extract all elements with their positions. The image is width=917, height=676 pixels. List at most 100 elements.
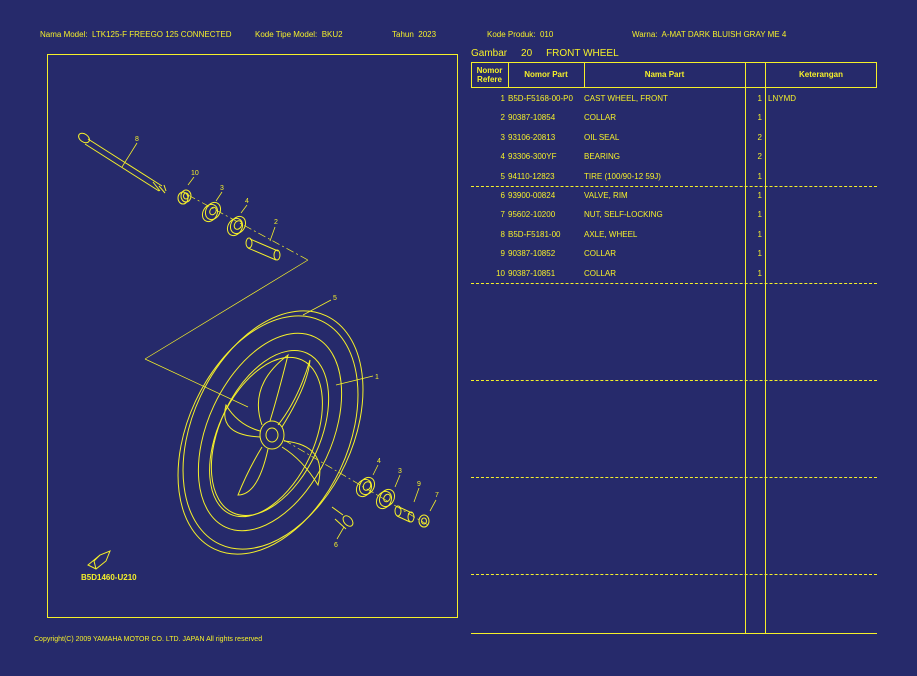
- copyright: Copyright(C) 2009 YAMAHA MOTOR CO. LTD. …: [34, 636, 263, 643]
- callout-3-upper: 3: [220, 185, 224, 192]
- callout-3-lower: 3: [398, 468, 402, 475]
- callout-6: 6: [334, 542, 338, 549]
- callout-9: 9: [417, 481, 421, 488]
- model-year-label: Tahun: [392, 30, 414, 39]
- cell-part-no: B5D-F5181-00: [508, 229, 561, 239]
- cell-qty: 1: [757, 171, 762, 181]
- col-divider-5: [876, 62, 877, 87]
- exploded-diagram-frame: 8 10 3 4 2 5 1 4 3 9 7 6: [47, 54, 458, 618]
- group-divider: [471, 283, 877, 284]
- callout-2: 2: [274, 219, 278, 226]
- header-ref: Nomor Refere: [476, 65, 503, 84]
- cell-name: TIRE (100/90-12 59J): [584, 171, 661, 181]
- group-divider: [471, 477, 877, 478]
- cell-part-no: 94110-12823: [508, 171, 555, 181]
- col-divider-4: [765, 62, 766, 634]
- axle-part[interactable]: [77, 131, 167, 194]
- header-name: Nama Part: [644, 70, 685, 79]
- group-divider: [471, 380, 877, 381]
- color-info: Warna: A-MAT DARK BLUISH GRAY ME 4: [632, 30, 786, 39]
- cell-part-no: 90387-10852: [508, 249, 556, 259]
- cell-ref: 6: [500, 191, 505, 200]
- figure-title: Gambar 20 FRONT WHEEL: [471, 48, 619, 59]
- figure-number: 20: [521, 48, 533, 59]
- cell-ref: 10: [496, 268, 505, 278]
- cell-qty: 1: [757, 113, 762, 123]
- cell-part-no: 93306-300YF: [508, 152, 557, 162]
- table-header-border: [471, 87, 877, 88]
- col-divider-3: [745, 62, 746, 634]
- callout-10: 10: [191, 170, 199, 177]
- model-type: Kode Tipe Model: BKU2: [255, 30, 343, 39]
- model-type-value: BKU2: [321, 30, 343, 39]
- cell-qty: 1: [757, 210, 762, 220]
- tire-part[interactable]: [142, 282, 399, 583]
- model-type-label: Kode Tipe Model:: [255, 30, 318, 39]
- model-name-value: LTK125-F FREEGO 125 CONNECTED: [92, 30, 232, 39]
- cell-name: COLLAR: [584, 268, 617, 278]
- parts-table: Nomor Refere Nomor Part Nama Part Ketera…: [471, 62, 877, 634]
- figure-name: FRONT WHEEL: [546, 48, 619, 59]
- table-top-border: [471, 62, 877, 63]
- model-name: Nama Model: LTK125-F FREEGO 125 CONNECTE…: [40, 30, 231, 39]
- cell-qty: 1: [757, 249, 762, 259]
- collar-10-part[interactable]: [177, 189, 192, 205]
- nut-part[interactable]: [418, 514, 430, 528]
- cell-ref: 3: [500, 132, 505, 142]
- cell-name: COLLAR: [584, 113, 617, 123]
- cell-name: OIL SEAL: [584, 132, 620, 142]
- callout-1: 1: [375, 374, 379, 381]
- cell-qty: 1: [757, 268, 762, 278]
- collar-9-part[interactable]: [394, 505, 415, 523]
- cell-qty: 1: [757, 94, 762, 103]
- model-year: Tahun 2023: [392, 30, 436, 39]
- callout-4-upper: 4: [245, 198, 249, 205]
- cell-qty: 1: [757, 191, 762, 200]
- diagram-code: B5D1460-U210: [81, 573, 137, 582]
- bearing-lower-part[interactable]: [353, 475, 377, 500]
- cell-ref: 9: [500, 249, 505, 259]
- model-name-label: Nama Model:: [40, 30, 88, 39]
- model-year-value: 2023: [418, 30, 437, 39]
- product-code-label: Kode Produk:: [487, 30, 536, 39]
- cell-ref: 2: [500, 113, 505, 123]
- cell-qty: 2: [757, 152, 762, 162]
- cell-part-no: B5D-F5168-00-P0: [508, 94, 573, 103]
- callout-7: 7: [435, 492, 439, 499]
- cell-ref: 8: [500, 229, 505, 239]
- direction-arrow-icon: [87, 550, 111, 570]
- cell-remark: LNYMD: [768, 94, 797, 103]
- oil-seal-lower-part[interactable]: [373, 487, 397, 512]
- cell-part-no: 93900-00824: [508, 191, 556, 200]
- header-remark: Keterangan: [798, 70, 843, 79]
- col-divider-0: [471, 62, 472, 87]
- cell-name: BEARING: [584, 152, 621, 162]
- cell-name: VALVE, RIM: [584, 191, 628, 200]
- cell-ref: 7: [500, 210, 505, 220]
- cell-part-no: 90387-10854: [508, 113, 556, 123]
- cell-part-no: 90387-10851: [508, 268, 556, 278]
- header-qty: [745, 62, 765, 87]
- table-bottom-border: [471, 633, 877, 634]
- cell-qty: 1: [757, 229, 762, 239]
- header-part-no: Nomor Part: [524, 70, 568, 79]
- cell-part-no: 95602-10200: [508, 210, 556, 220]
- oil-seal-part[interactable]: [199, 200, 223, 225]
- collar-2-part[interactable]: [245, 237, 281, 261]
- valve-part[interactable]: [331, 506, 355, 530]
- cast-wheel-part[interactable]: [187, 332, 353, 534]
- bearing-part[interactable]: [224, 214, 248, 239]
- cell-name: COLLAR: [584, 249, 617, 259]
- cell-qty: 2: [757, 132, 762, 142]
- cell-name: AXLE, WHEEL: [584, 229, 638, 239]
